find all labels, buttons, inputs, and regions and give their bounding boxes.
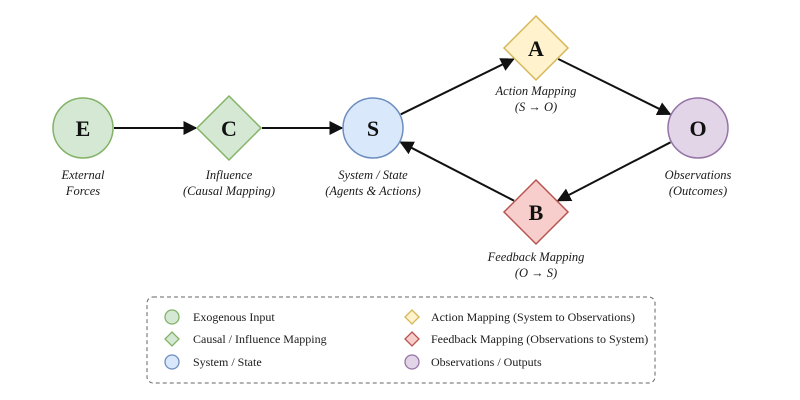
- node-feedback-mapping: B Feedback Mapping (O → S): [487, 178, 585, 280]
- node-system-state: S System / State (Agents & Actions): [325, 97, 421, 198]
- influence-letter: C: [221, 116, 237, 141]
- feedback-mapping-label-line1: Feedback Mapping: [487, 250, 585, 264]
- system-state-circle: [342, 97, 404, 159]
- node-external-forces: E External Forces: [52, 97, 114, 198]
- observations-circle: [667, 97, 729, 159]
- legend-feedback-mapping-icon: [404, 331, 420, 347]
- legend-system-state-icon: [164, 354, 180, 370]
- influence-label-line1: Influence: [205, 168, 253, 182]
- influence-diamond: [195, 94, 263, 162]
- node-observations: O Observations (Outcomes): [665, 97, 732, 198]
- legend-box: [146, 296, 656, 384]
- node-influence: C Influence (Causal Mapping): [183, 94, 275, 198]
- edge-o-to-b: [556, 141, 671, 202]
- system-state-letter: S: [367, 116, 379, 141]
- external-forces-letter: E: [76, 116, 91, 141]
- legend-system-state-label: System / State: [193, 355, 262, 369]
- edges-layer: [114, 58, 672, 202]
- edge-s-to-a: [400, 58, 515, 116]
- legend-observations-icon: [404, 354, 420, 370]
- legend-action-mapping-icon: [404, 309, 420, 325]
- feedback-mapping-letter: B: [529, 200, 544, 225]
- observations-letter: O: [689, 116, 706, 141]
- legend-exogenous-input-label: Exogenous Input: [193, 310, 275, 324]
- legend: Exogenous Input Causal / Influence Mappi…: [146, 296, 656, 384]
- legend-feedback-mapping-label: Feedback Mapping (Observations to System…: [431, 332, 648, 346]
- action-mapping-label-line2: (S → O): [515, 100, 557, 114]
- action-mapping-label-line1: Action Mapping: [495, 84, 577, 98]
- action-mapping-diamond: [502, 14, 570, 82]
- action-mapping-letter: A: [528, 36, 544, 61]
- observations-label-line2: (Outcomes): [669, 184, 727, 198]
- feedback-mapping-diamond: [502, 178, 570, 246]
- external-forces-label-line1: External: [60, 168, 105, 182]
- legend-action-mapping-label: Action Mapping (System to Observations): [431, 310, 635, 324]
- edge-b-to-s: [399, 141, 515, 202]
- legend-causal-mapping-label: Causal / Influence Mapping: [193, 332, 327, 346]
- legend-exogenous-input-icon: [164, 309, 180, 325]
- legend-causal-mapping-icon: [164, 331, 180, 347]
- system-state-label-line2: (Agents & Actions): [325, 184, 421, 198]
- node-action-mapping: A Action Mapping (S → O): [495, 14, 577, 114]
- legend-observations-label: Observations / Outputs: [431, 355, 542, 369]
- influence-label-line2: (Causal Mapping): [183, 184, 275, 198]
- external-forces-label-line2: Forces: [65, 184, 100, 198]
- observations-label-line1: Observations: [665, 168, 732, 182]
- feedback-mapping-label-line2: (O → S): [515, 266, 557, 280]
- edge-a-to-o: [557, 58, 672, 116]
- external-forces-circle: [52, 97, 114, 159]
- system-state-label-line1: System / State: [338, 168, 408, 182]
